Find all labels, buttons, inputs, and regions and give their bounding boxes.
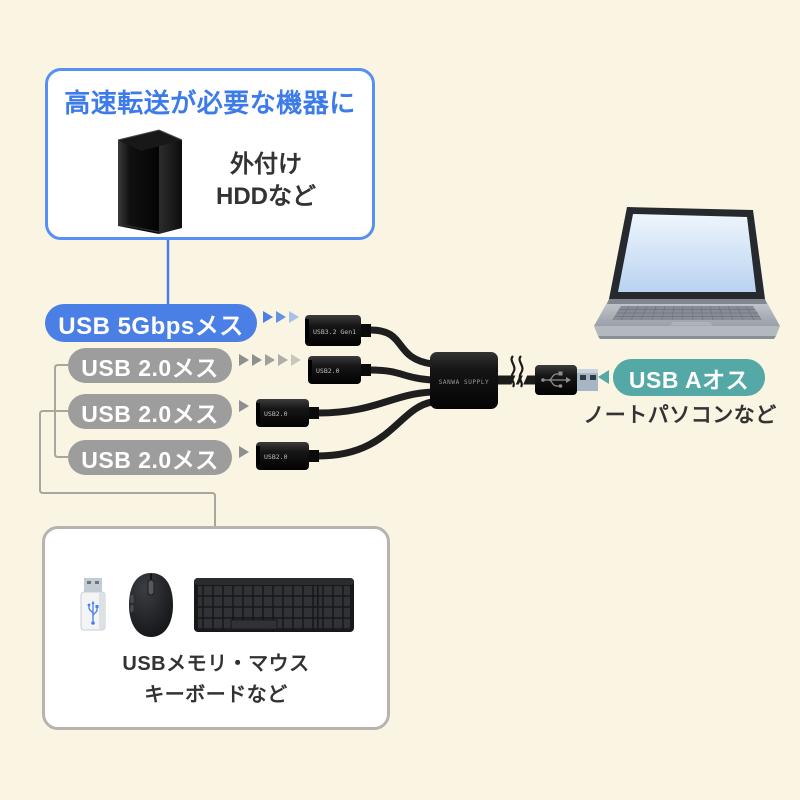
usb20-port-icon: USB2.0	[256, 442, 319, 470]
laptop-label: ノートパソコンなど	[583, 404, 777, 427]
arrow-right-icon	[239, 400, 249, 412]
arrows-blue-right	[263, 311, 299, 323]
arrow-right-icon	[265, 354, 275, 366]
svg-text:USB2.0: USB2.0	[316, 367, 340, 375]
mouse-icon	[129, 573, 173, 637]
fast-transfer-box: 高速転送が必要な機器に 外付け HDDなど	[45, 68, 375, 240]
arrow-right-icon	[278, 354, 288, 366]
arrow-gray-single-1	[239, 400, 249, 412]
pill-usb-a-male: USB Aオス	[613, 359, 765, 396]
laptop-icon	[594, 207, 780, 339]
arrow-right-icon	[276, 311, 286, 323]
external-hdd-icon	[117, 129, 183, 234]
pill-usb20-female-1: USB 2.0メス	[68, 348, 232, 383]
usb32-port-icon: USB3.2 Gen1	[305, 315, 371, 346]
peripherals-icons	[45, 571, 387, 639]
hdd-label: 外付け HDDなど	[216, 150, 316, 210]
svg-text:USB2.0: USB2.0	[264, 453, 288, 461]
svg-text:USB3.2 Gen1: USB3.2 Gen1	[313, 328, 356, 336]
arrow-right-icon	[239, 354, 249, 366]
arrow-right-icon	[263, 311, 273, 323]
arrows-gray-right	[239, 354, 301, 366]
peripherals-box: USBメモリ・マウス キーボードなど	[42, 526, 390, 730]
hub-body-icon: SANWA SUPPLY	[430, 352, 498, 409]
svg-text:SANWA SUPPLY: SANWA SUPPLY	[439, 379, 490, 386]
usb-hub-product-illustration: USB3.2 Gen1 USB2.0 USB2.0 USB2.0 SANWA S…	[256, 315, 598, 470]
fast-transfer-title: 高速転送が必要な機器に	[64, 88, 356, 118]
pill-usb20-female-3: USB 2.0メス	[68, 440, 232, 475]
peripherals-label: USBメモリ・マウス キーボードなど	[122, 653, 310, 706]
pill-usb20-female-2: USB 2.0メス	[68, 394, 232, 429]
usb-a-plug-icon	[535, 365, 598, 395]
svg-text:USB2.0: USB2.0	[264, 410, 288, 418]
usb-memory-icon	[80, 578, 106, 631]
keyboard-icon	[194, 578, 354, 632]
arrow-left-icon	[598, 370, 609, 384]
usb20-port-icon: USB2.0	[256, 399, 319, 427]
arrow-right-icon	[289, 311, 299, 323]
arrow-right-icon	[291, 354, 301, 366]
arrow-gray-single-2	[239, 446, 249, 458]
pill-usb-5gbps-female: USB 5Gbpsメス	[45, 304, 257, 342]
usb20-port-icon: USB2.0	[308, 356, 371, 384]
cable-break-icon	[510, 355, 529, 390]
arrow-right-icon	[252, 354, 262, 366]
arrow-right-icon	[239, 446, 249, 458]
